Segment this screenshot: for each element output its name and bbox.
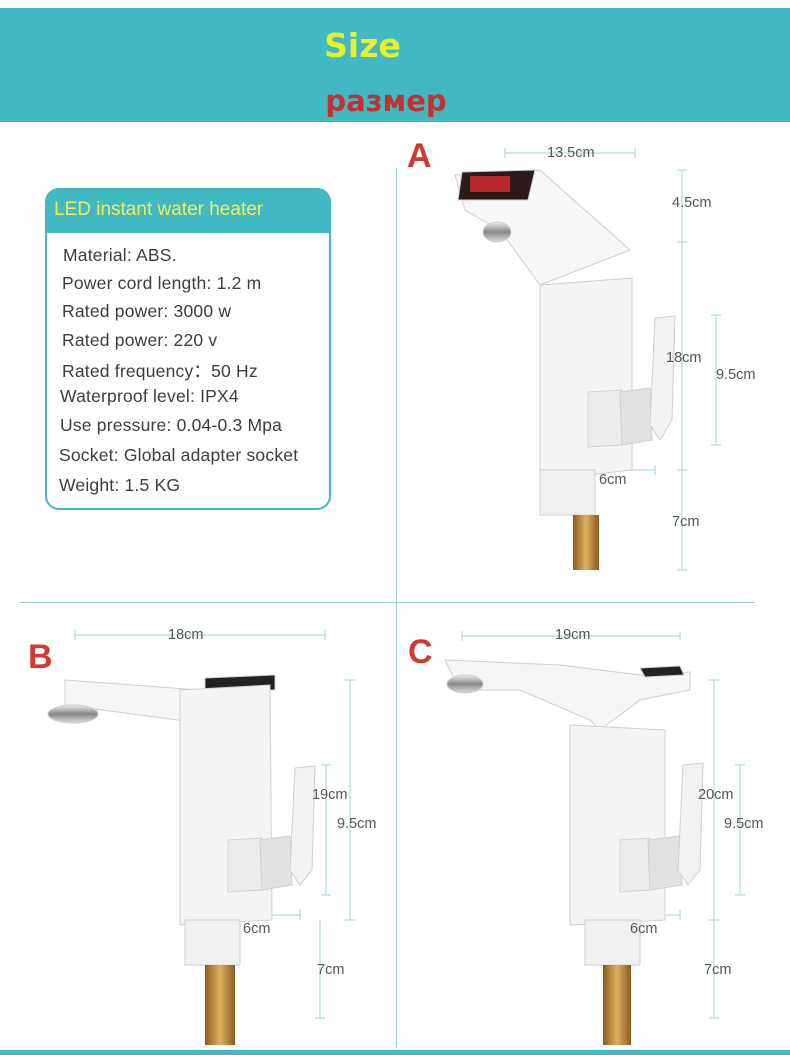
horizontal-divider <box>20 602 755 603</box>
spec-rated-power: Rated power: 3000 w <box>62 301 232 321</box>
dim-a-base: 6cm <box>599 472 627 488</box>
faucet-b-drawing <box>47 674 316 1045</box>
bottom-bar <box>0 1050 790 1055</box>
variant-b-letter: B <box>28 638 53 676</box>
dim-b-width: 18cm <box>168 627 204 643</box>
dim-c-width: 19cm <box>555 627 591 643</box>
dim-b-handle: 9.5cm <box>337 816 377 832</box>
dim-a-width: 13.5cm <box>547 145 595 161</box>
spec-waterproof: Waterproof level: IPX4 <box>60 386 239 406</box>
spec-card: LED instant water heater Material: ABS. … <box>45 188 331 510</box>
spec-card-header: LED instant water heater <box>45 188 331 233</box>
dim-a-pipe: 7cm <box>672 514 700 530</box>
spec-pressure: Use pressure: 0.04-0.3 Mpa <box>60 415 283 435</box>
faucet-c-drawing <box>444 659 704 1045</box>
dim-a-handle: 9.5cm <box>716 367 756 383</box>
dim-b-base: 6cm <box>243 921 271 937</box>
variant-c-letter: C <box>408 633 433 671</box>
dim-c-base: 6cm <box>630 921 658 937</box>
dim-c-height: 20cm <box>698 787 734 803</box>
spec-power-cord: Power cord length: 1.2 m <box>62 273 262 293</box>
dim-a-height: 18cm <box>666 350 702 366</box>
variant-a-letter: A <box>407 137 432 175</box>
spec-rated-voltage: Rated power: 220 v <box>62 330 218 350</box>
spec-socket: Socket: Global adapter socket <box>59 445 299 465</box>
dim-a-spout: 4.5cm <box>672 195 712 211</box>
header-banner: Size размер <box>0 8 790 122</box>
dim-b-height: 19cm <box>312 787 348 803</box>
banner-subtitle: размер <box>325 84 447 118</box>
dim-b-pipe: 7cm <box>317 962 345 978</box>
dim-c-pipe: 7cm <box>704 962 732 978</box>
dim-c-handle: 9.5cm <box>724 816 764 832</box>
vertical-divider <box>396 168 397 1048</box>
faucet-a-drawing <box>454 169 676 570</box>
spec-weight: Weight: 1.5 KG <box>59 475 181 495</box>
banner-title: Size <box>324 26 401 65</box>
spec-card-title: LED instant water heater <box>54 199 264 220</box>
spec-rated-frequency: Rated frequency：50 Hz <box>62 361 258 381</box>
spec-material: Material: ABS. <box>63 245 177 265</box>
